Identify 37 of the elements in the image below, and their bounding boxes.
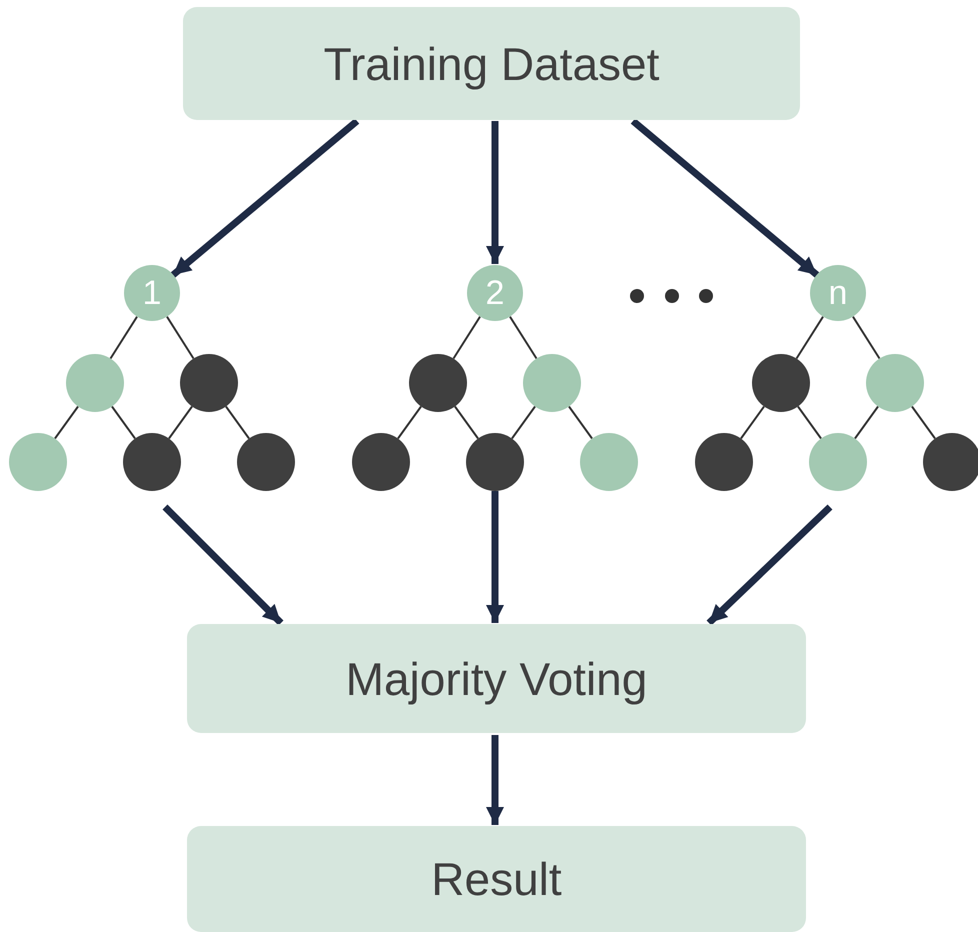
- tree-branch-line: [740, 406, 765, 440]
- arrow: [170, 118, 360, 278]
- process-box: [183, 7, 800, 120]
- tree-branch-line: [111, 406, 136, 440]
- tree-branch-line: [452, 316, 481, 360]
- tree-number: 2: [486, 274, 504, 312]
- process-box: [187, 624, 806, 733]
- tree-branch-line: [797, 406, 822, 440]
- box-label: Majority Voting: [346, 652, 648, 706]
- tree-branch-line: [511, 406, 536, 440]
- tree-branch-line: [911, 406, 936, 440]
- box-label: Training Dataset: [324, 36, 660, 90]
- box-label: Result: [431, 852, 562, 906]
- arrow: [486, 491, 504, 623]
- tree-number: n: [828, 274, 848, 312]
- tree-node-circle: [810, 265, 866, 321]
- arrow: [706, 504, 832, 626]
- arrow: [630, 118, 820, 278]
- tree-branch-line: [110, 316, 138, 360]
- arrow: [486, 735, 504, 825]
- arrow: [162, 504, 284, 626]
- tree-node-circle: [124, 265, 180, 321]
- arrow: [486, 121, 504, 264]
- tree-branch-line: [796, 316, 824, 360]
- tree-node-circle: [923, 433, 978, 491]
- tree-branch-line: [225, 406, 250, 440]
- tree-branch-line: [852, 316, 880, 360]
- tree-number: 1: [142, 274, 162, 312]
- tree-branch-line: [168, 406, 193, 440]
- tree-branch-line: [397, 406, 422, 440]
- tree-branch-line: [166, 316, 194, 360]
- process-box: [187, 826, 806, 932]
- tree-branch-line: [568, 406, 593, 440]
- tree-branch-line: [54, 406, 79, 440]
- tree-branch-line: [454, 406, 479, 440]
- tree-branch-line: [854, 406, 879, 440]
- tree-branch-line: [509, 316, 538, 360]
